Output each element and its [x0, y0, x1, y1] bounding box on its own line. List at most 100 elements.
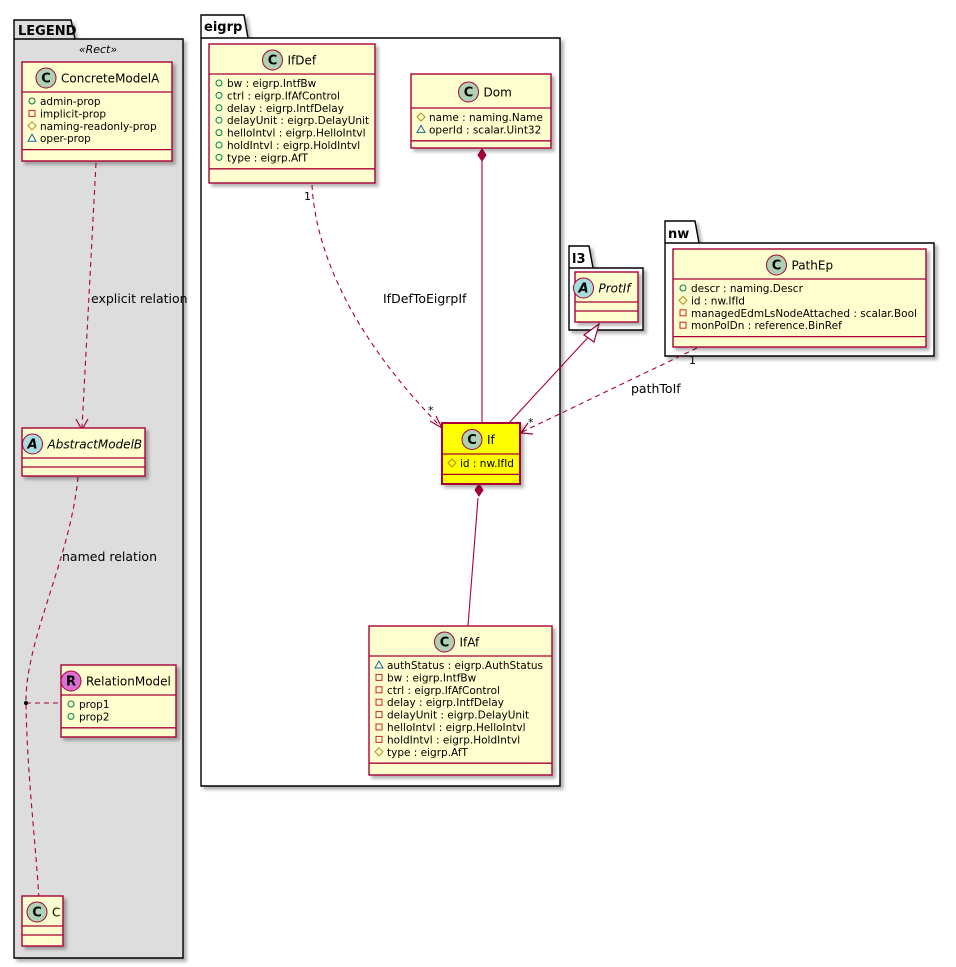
- relation-model-kind-icon: [60, 670, 82, 692]
- ifdef-attr: bw : eigrp.IntfBw: [227, 78, 317, 90]
- if-kind-icon: [461, 429, 483, 450]
- pathep-attr-visibility-icon: [679, 321, 687, 329]
- protif-name: ProtIf: [599, 282, 633, 296]
- relation-junction-dot: [24, 701, 28, 705]
- pathep-name: PathEp: [792, 259, 834, 273]
- ifaf-attr: helloIntvl : eigrp.HelloIntvl: [387, 722, 526, 734]
- relations: [24, 148, 698, 925]
- concrete-model-a-attr: implicit-prop: [40, 108, 106, 120]
- class-abstract-model-b: A AbstractModelB: [21, 427, 146, 477]
- ifaf-attr-visibility-icon: [375, 711, 383, 719]
- package-eigrp-title: eigrp: [204, 20, 242, 35]
- relation-model-attr-visibility-icon: [67, 700, 75, 708]
- package-nw-title: nw: [668, 227, 689, 242]
- c-kind-glyph: C: [32, 906, 42, 921]
- legend-stereotype: «Rect»: [79, 43, 118, 56]
- if-ifaf-composition-line: [467, 497, 479, 627]
- ifdef-attr: helloIntvl : eigrp.HelloIntvl: [227, 128, 366, 140]
- ifaf-attr: bw : eigrp.IntfBw: [387, 672, 477, 684]
- dom-attr-visibility-icon: [416, 112, 426, 122]
- if-kind-glyph: C: [467, 433, 477, 448]
- ifaf-attr-visibility-icon: [375, 673, 383, 681]
- class-protif: A ProtIf: [573, 271, 639, 323]
- dom-attr-visibility-icon: [416, 124, 426, 133]
- ifdef-attr-visibility-icon: [215, 79, 223, 87]
- path-to-if-label: pathToIf: [631, 381, 681, 396]
- ifaf-attr: holdIntvl : eigrp.HoldIntvl: [387, 734, 520, 746]
- ifaf-attr-visibility-icon: [375, 735, 383, 743]
- concrete-model-a-attr-visibility-icon: [27, 121, 37, 131]
- abstract-model-b-kind-glyph: A: [26, 438, 37, 453]
- ifdef-attr-visibility-icon: [215, 141, 223, 149]
- pathep-attr-visibility-icon: [679, 309, 687, 317]
- dom-composition-diamond: [477, 148, 487, 162]
- ifdef-attr: holdIntvl : eigrp.HoldIntvl: [227, 140, 360, 152]
- ifaf-attr: authStatus : eigrp.AuthStatus: [387, 660, 543, 672]
- package-legend-title: LEGEND: [18, 24, 77, 39]
- ifdef-attr-visibility-icon: [215, 91, 223, 99]
- package-l3-title: l3: [572, 252, 586, 267]
- dom-attr: name : naming.Name: [429, 112, 543, 124]
- ifaf-attr-visibility-icon: [375, 698, 383, 706]
- pathep-attr-visibility-icon: [678, 295, 688, 306]
- protif-kind-glyph: A: [577, 282, 588, 297]
- concrete-model-a-attr: admin-prop: [40, 96, 101, 108]
- concrete-model-a-attr: oper-prop: [40, 133, 91, 145]
- named-relation-line: [25, 476, 79, 922]
- ifaf-kind-glyph: C: [440, 636, 450, 651]
- pathep-attr: managedEdmLsNodeAttached : scalar.Bool: [691, 308, 917, 320]
- ifdef-attr: type : eigrp.AfT: [227, 152, 309, 164]
- ifaf-attr: delayUnit : eigrp.DelayUnit: [387, 710, 529, 722]
- class-if: C If id : nw.IfId: [441, 422, 521, 485]
- path-to-if-to-mult: *: [528, 416, 534, 429]
- if-attr: id : nw.IfId: [460, 458, 514, 470]
- ifaf-attr: ctrl : eigrp.IfAfControl: [387, 685, 500, 697]
- ifdef-attr-visibility-icon: [215, 129, 223, 137]
- ifdef-attr-visibility-icon: [215, 104, 223, 112]
- abstract-model-b-box: [21, 427, 146, 477]
- relation-model-attr: prop1: [79, 699, 110, 711]
- c-kind-icon: [26, 901, 48, 923]
- path-to-if-from-mult: 1: [689, 354, 696, 367]
- dom-box: [410, 73, 552, 149]
- if-composition-diamond: [474, 483, 484, 497]
- ifdef-to-if-label: IfDefToEigrpIf: [383, 291, 467, 306]
- ifaf-attr: delay : eigrp.IntfDelay: [387, 697, 504, 709]
- generalization-arrowhead: [582, 322, 601, 343]
- concrete-model-a-attr-visibility-icon: [28, 109, 36, 117]
- pathep-kind-icon: [766, 254, 787, 276]
- relation-model-attr-visibility-icon: [67, 712, 75, 720]
- explicit-relation-label: explicit relation: [91, 291, 188, 306]
- relation-model-kind-glyph: R: [66, 675, 76, 690]
- ifdef-to-if-line: [311, 184, 443, 429]
- abstract-model-b-name: AbstractModelB: [47, 438, 143, 452]
- concrete-model-a-attr-visibility-icon: [27, 133, 37, 142]
- ifdef-attr: delayUnit : eigrp.DelayUnit: [227, 115, 369, 127]
- ifaf-name: IfAf: [460, 636, 481, 650]
- ifdef-kind-icon: [262, 49, 283, 71]
- abstract-model-b-kind-icon: [22, 433, 43, 455]
- c-name: C: [52, 906, 60, 920]
- concrete-model-a-attr-visibility-icon: [28, 97, 36, 105]
- if-attr-visibility-icon: [447, 458, 457, 468]
- ifdef-to-if-from-mult: 1: [304, 190, 311, 203]
- ifdef-attr-visibility-icon: [215, 153, 223, 161]
- ifdef-name: IfDef: [288, 54, 317, 68]
- if-name: If: [487, 433, 496, 447]
- concrete-model-a-name: ConcreteModelA: [61, 72, 160, 86]
- if-protif-generalization-line: [508, 331, 594, 424]
- ifaf-attr: type : eigrp.AfT: [387, 747, 469, 759]
- ifaf-kind-icon: [434, 631, 455, 653]
- ifdef-attr-visibility-icon: [215, 116, 223, 124]
- concrete-model-a-kind-glyph: C: [41, 72, 51, 87]
- pathep-attr: descr : naming.Descr: [691, 283, 804, 295]
